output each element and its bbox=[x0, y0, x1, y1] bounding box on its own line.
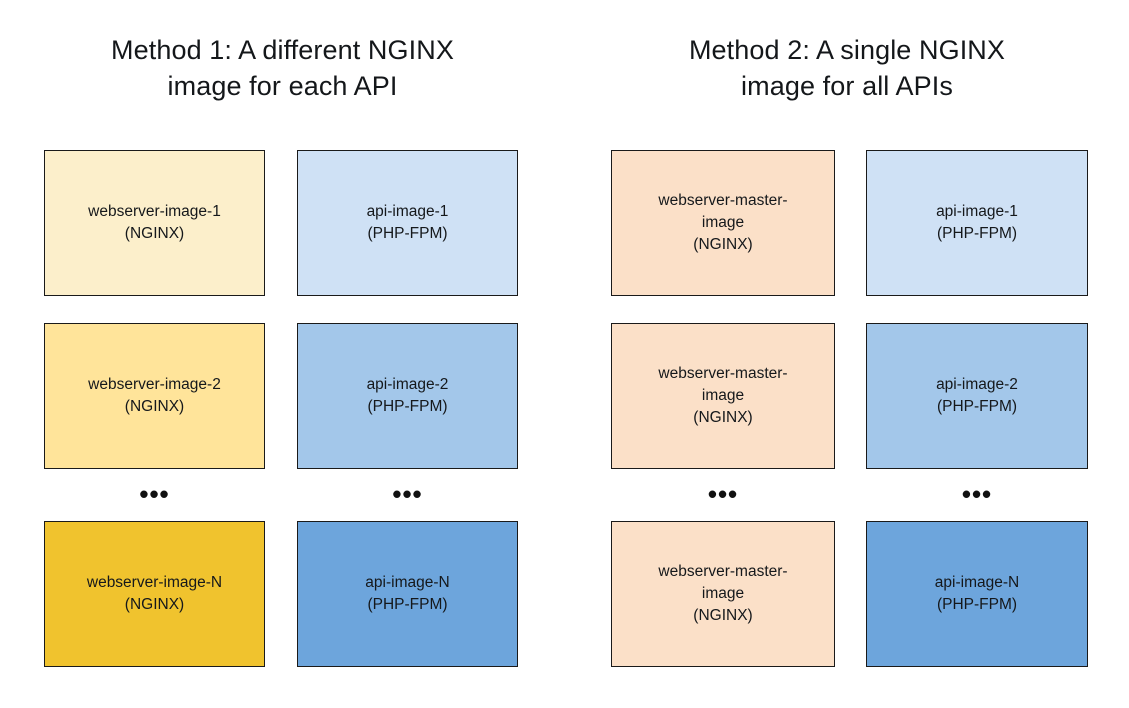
box-webserver-image-1: webserver-image-1 (NGINX) bbox=[44, 150, 265, 296]
ellipsis-webserver-master-column-method-2: ••• bbox=[707, 479, 739, 509]
box-webserver-image-2: webserver-image-2 (NGINX) bbox=[44, 323, 265, 469]
box-api-image-1-method-2: api-image-1 (PHP-FPM) bbox=[866, 150, 1088, 296]
panel-method-1-grid: webserver-image-1 (NGINX) webserver-imag… bbox=[44, 150, 518, 667]
box-api-image-2-method-2: api-image-2 (PHP-FPM) bbox=[866, 323, 1088, 469]
box-api-image-2-method-1: api-image-2 (PHP-FPM) bbox=[297, 323, 518, 469]
box-webserver-master-image-2: webserver-master- image (NGINX) bbox=[611, 323, 835, 469]
box-api-image-n-method-1: api-image-N (PHP-FPM) bbox=[297, 521, 518, 667]
box-webserver-image-n: webserver-image-N (NGINX) bbox=[44, 521, 265, 667]
box-webserver-master-image-n: webserver-master- image (NGINX) bbox=[611, 521, 835, 667]
ellipsis-webserver-column-method-1: ••• bbox=[139, 479, 170, 509]
panel-method-1-title: Method 1: A different NGINX image for ea… bbox=[111, 35, 454, 101]
box-api-image-n-method-2: api-image-N (PHP-FPM) bbox=[866, 521, 1088, 667]
panel-method-1: Method 1: A different NGINX image for ea… bbox=[44, 35, 518, 667]
ellipsis-api-column-method-1: ••• bbox=[392, 479, 423, 509]
box-api-image-1-method-1: api-image-1 (PHP-FPM) bbox=[297, 150, 518, 296]
panel-method-2: Method 2: A single NGINX image for all A… bbox=[565, 0, 1129, 708]
panel-method-2-title: Method 2: A single NGINX image for all A… bbox=[688, 35, 1006, 101]
box-webserver-master-image-1: webserver-master- image (NGINX) bbox=[611, 150, 835, 296]
ellipsis-api-column-method-2: ••• bbox=[961, 479, 993, 509]
